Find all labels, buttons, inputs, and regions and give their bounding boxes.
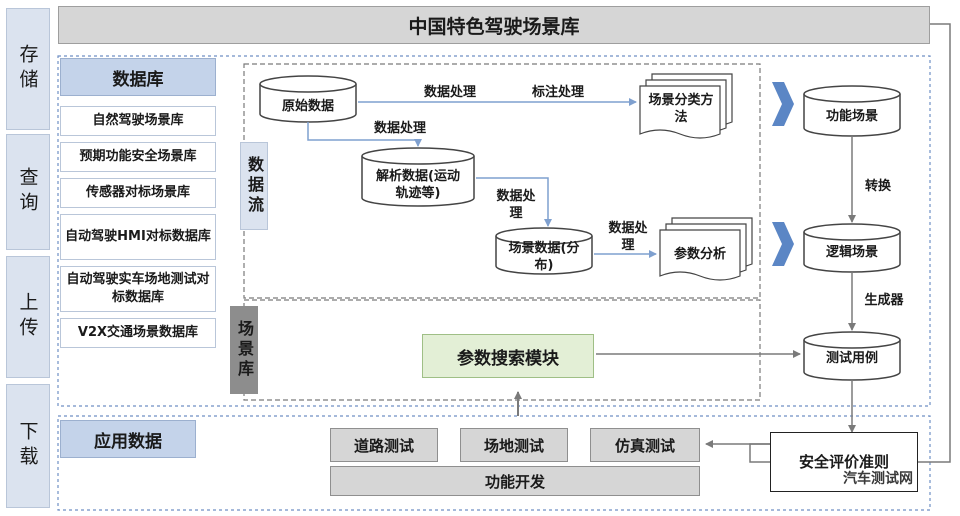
edge-label-processing: 数据处理	[373, 121, 426, 136]
database-label: 数据库	[60, 58, 216, 96]
node-parsed-data: 解析数据(运动轨迹等)	[376, 169, 460, 201]
arrow-raw-to-parsed	[307, 122, 422, 147]
database-region	[57, 55, 931, 407]
database-item: 传感器对标场景库	[60, 178, 216, 208]
node-param-analysis: 参数分析	[673, 247, 726, 262]
scene-lib-label: 场景库	[230, 306, 258, 394]
cylinder-parsed-data	[361, 147, 475, 207]
function-dev-box: 功能开发	[330, 466, 700, 496]
road-test-box: 道路测试	[330, 428, 438, 462]
side-label-query: 查询	[6, 134, 50, 250]
edge-label-generator: 生成器	[864, 293, 904, 308]
side-label-store: 存储	[6, 8, 50, 130]
watermark: 汽车测试网	[843, 471, 913, 487]
database-item: V2X交通场景数据库	[60, 318, 216, 348]
cylinder-scene-data	[495, 227, 593, 275]
edge-label-processing: 数据处理	[423, 85, 476, 100]
safety-criteria-box: 安全评价准则 汽车测试网	[770, 432, 918, 492]
param-search-module: 参数搜索模块	[422, 334, 594, 378]
site-test-box: 场地测试	[460, 428, 568, 462]
database-item: 自动驾驶HMI对标数据库	[60, 214, 216, 260]
edge-label-processing: 数据处理	[608, 221, 648, 253]
side-label-download: 下载	[6, 384, 50, 508]
node-raw-data: 原始数据	[281, 99, 334, 114]
doc-stack-param-analysis	[659, 217, 753, 281]
edge-label-convert: 转换	[864, 179, 891, 194]
dataflow-region	[243, 63, 761, 299]
node-scene-classify: 场景分类方法	[648, 93, 714, 125]
arrow-parsed-to-scene	[476, 177, 552, 227]
chevron-icon-bottom	[772, 222, 794, 266]
chevron-icon-top	[772, 82, 794, 126]
node-functional-scene: 功能场景	[825, 109, 878, 124]
simulation-test-box: 仿真测试	[590, 428, 700, 462]
title-bar: 中国特色驾驶场景库	[58, 6, 930, 44]
database-item: 自动驾驶实车场地测试对标数据库	[60, 266, 216, 312]
application-data-label: 应用数据	[60, 420, 196, 458]
node-logical-scene: 逻辑场景	[825, 245, 878, 260]
cylinder-raw-data	[259, 75, 357, 123]
doc-stack-scene-classify	[639, 73, 733, 139]
cylinder-functional-scene	[803, 85, 901, 137]
safety-criteria-text: 安全评价准则	[798, 453, 889, 471]
data-flow-label: 数据流	[240, 142, 268, 230]
database-item: 自然驾驶场景库	[60, 106, 216, 136]
database-item: 预期功能安全场景库	[60, 142, 216, 172]
node-test-case: 测试用例	[825, 351, 878, 366]
application-region	[57, 415, 931, 511]
side-label-upload: 上传	[6, 256, 50, 378]
loop-connector	[918, 23, 951, 463]
cylinder-logical-scene	[803, 223, 901, 273]
loop-connector-left	[749, 443, 770, 463]
edge-label-processing: 数据处理	[496, 189, 536, 221]
edge-label-annotation: 标注处理	[531, 85, 584, 100]
cylinder-test-case	[803, 331, 901, 381]
node-scene-data: 场景数据(分布)	[508, 241, 580, 273]
scene-lib-region	[243, 299, 761, 401]
